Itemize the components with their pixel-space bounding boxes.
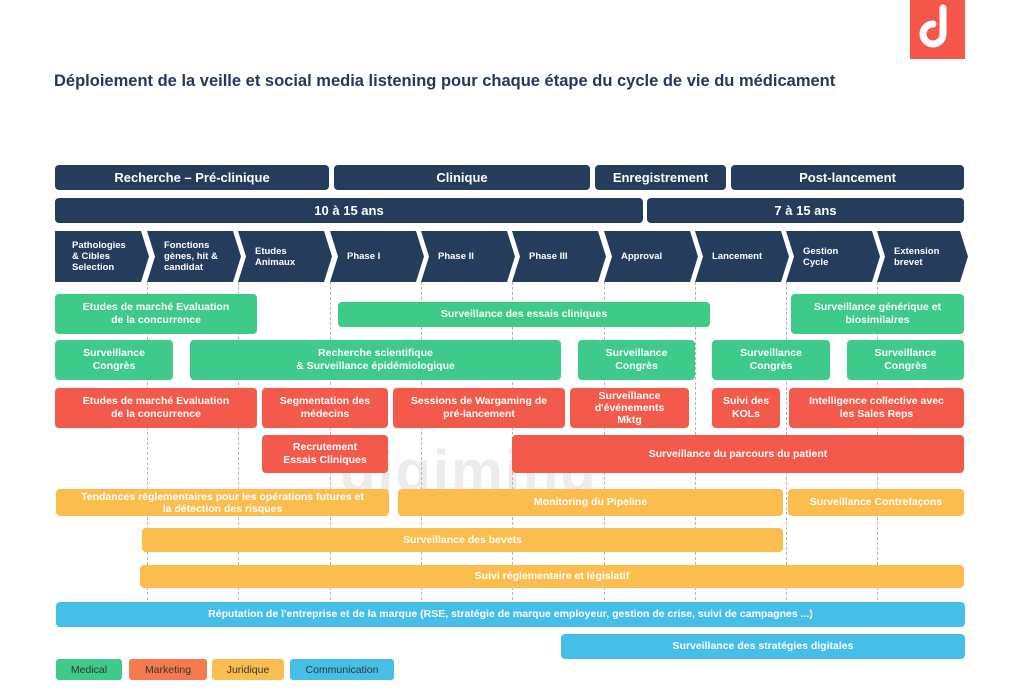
stage-extension-brevet: Extension brevet [877, 231, 968, 282]
stage-phase-3: Phase III [512, 231, 606, 282]
stage-phase-1: Phase I [330, 231, 424, 282]
stage-divider [147, 282, 148, 600]
stage-pathologies: Pathologies & Cibles Selection [55, 231, 149, 282]
marketing-recrutement: Recrutement Essais Cliniques [262, 435, 388, 473]
stage-approval: Approval [604, 231, 698, 282]
medical-congres-4: Surveillance Congrès [847, 340, 964, 380]
juridique-tendances: Tendances réglementaires pour les opérat… [56, 489, 389, 516]
medical-etudes-marche: Etudes de marché Evaluation de la concur… [55, 294, 257, 334]
phase-header-enregistrement: Enregistrement [595, 165, 726, 190]
legend-medical: Medical [56, 659, 122, 680]
phase-header-post-lancement: Post-lancement [731, 165, 964, 190]
juridique-reglementaire: Suivi réglementaire et législatif [140, 565, 964, 588]
medical-generique-biosimilaires: Surveillance générique et biosimilaires [791, 294, 964, 334]
juridique-contrefacons: Surveillance Contrefaçons [788, 489, 964, 516]
marketing-intelligence-collective: Intelligence collective avec les Sales R… [789, 388, 964, 428]
brand-logo-icon [919, 4, 947, 48]
page-title: Déploiement de la veille et social media… [54, 72, 836, 90]
stage-phase-2: Phase II [421, 231, 515, 282]
juridique-brevets: Surveillance des bevets [142, 528, 783, 552]
medical-congres-2: Surveillance Congrès [578, 340, 695, 380]
stage-divider [421, 282, 422, 600]
legend-communication: Communication [290, 659, 394, 680]
phase-header-clinique: Clinique [334, 165, 590, 190]
marketing-segmentation: Segmentation des médecins [262, 388, 388, 428]
legend-marketing: Marketing [129, 659, 207, 680]
stage-divider [238, 282, 239, 600]
duration-header-2: 7 à 15 ans [647, 198, 964, 223]
stage-lancement: Lancement [695, 231, 789, 282]
brand-logo [910, 0, 965, 59]
legend-juridique: Juridique [212, 659, 284, 680]
juridique-pipeline: Monitoring du Pipeline [398, 489, 783, 516]
duration-header-1: 10 à 15 ans [55, 198, 643, 223]
marketing-parcours-patient: Surveillance du parcours du patient [512, 435, 964, 473]
stage-gestion-cycle: Gestion Cycle [786, 231, 880, 282]
stage-etudes-animaux: Etudes Animaux [238, 231, 332, 282]
communication-reputation: Réputation de l'entreprise et de la marq… [56, 602, 965, 627]
marketing-etudes-marche: Etudes de marché Evaluation de la concur… [55, 388, 257, 428]
marketing-wargaming: Sessions de Wargaming de pré-lancement [393, 388, 565, 428]
marketing-kols: Suivi des KOLs [712, 388, 780, 428]
communication-strategies-digitales: Surveillance des stratégies digitales [561, 634, 965, 659]
marketing-evenements: Surveillance d'événements Mktg [570, 388, 689, 428]
phase-header-recherche: Recherche – Pré-clinique [55, 165, 329, 190]
medical-essais-cliniques: Surveillance des essais cliniques [338, 302, 710, 327]
medical-congres-1: Surveillance Congrès [55, 340, 173, 380]
medical-recherche-scientifique: Recherche scientifique & Surveillance ép… [190, 340, 561, 380]
stage-fonctions-genes: Fonctions gènes, hit & candidat [147, 231, 241, 282]
medical-congres-3: Surveillance Congrès [712, 340, 830, 380]
